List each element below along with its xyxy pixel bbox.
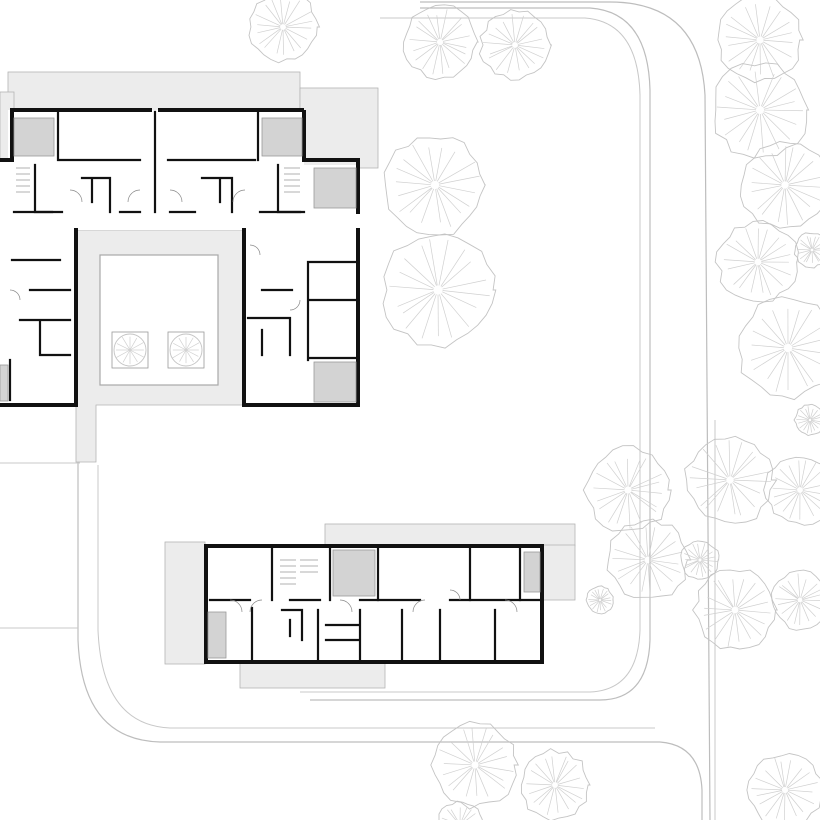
tree-icon [738, 296, 820, 401]
linear-stair-core-east [523, 551, 541, 593]
linear-block [164, 523, 576, 689]
path-upper-inner [300, 17, 641, 693]
stair-core-ne [261, 117, 303, 157]
tree-icon [763, 456, 820, 526]
small-tree-icon [113, 333, 147, 367]
linear-stair-core-north [332, 549, 376, 597]
core-north-left [80, 176, 112, 214]
tree-icon [680, 540, 720, 580]
tree-icon [582, 445, 672, 532]
core-north-right [200, 176, 234, 214]
path-lower-inner [97, 465, 655, 729]
tree-icon [248, 0, 321, 64]
stair-core-se [313, 361, 357, 403]
stair-treads-ne [284, 167, 300, 193]
tree-icon [793, 232, 820, 269]
linear-partitions-south [250, 606, 497, 662]
outer-wall-west [0, 108, 14, 162]
courtyard-block-floor [0, 110, 360, 405]
tree-icon [746, 753, 820, 820]
partition-east-core [246, 288, 294, 357]
linear-stair-core-west [207, 611, 227, 659]
linear-stair-treads [280, 559, 318, 585]
linear-door-swings [229, 589, 518, 613]
site-trees [248, 0, 820, 820]
outer-wall-northeast [302, 110, 360, 214]
stair-treads-nw [16, 167, 30, 193]
east-terrace [299, 87, 379, 169]
linear-south-terrace [239, 661, 386, 689]
tree-icon [383, 137, 486, 236]
road-right-edge [420, 1, 711, 820]
stair-core-nw [13, 117, 55, 157]
tree-icon [438, 800, 483, 820]
tree-icon [793, 403, 820, 436]
tree-icon [717, 0, 804, 84]
north-terrace [7, 71, 301, 113]
linear-partitions-north [270, 546, 522, 602]
road-inner-curve [310, 7, 651, 701]
tree-icon [402, 4, 479, 80]
stair-core-west [0, 364, 9, 402]
door-swings-courtyard [9, 189, 301, 311]
planter-left [111, 331, 149, 369]
linear-core-wc [280, 608, 360, 642]
tree-icon [606, 518, 692, 598]
stair-core-east [313, 167, 357, 209]
planter-right [167, 331, 205, 369]
tree-icon [692, 569, 778, 650]
tree-icon [684, 435, 778, 524]
linear-east-terrace [542, 544, 576, 601]
linear-outer-walls [204, 544, 544, 664]
tree-icon [585, 585, 614, 615]
partition-west-rooms [10, 258, 72, 357]
tree-icon [478, 9, 553, 81]
road-network [0, 1, 716, 820]
courtyard-trees [111, 331, 205, 369]
partition-east-rooms [306, 260, 360, 362]
linear-west-terrace [164, 541, 206, 665]
linear-north-terrace [324, 523, 576, 547]
tree-icon [714, 220, 799, 303]
tree-icon [520, 748, 591, 820]
tree-icon [714, 62, 810, 159]
tree-icon [771, 569, 820, 631]
courtyard-block [0, 71, 379, 463]
inner-courtyard [99, 254, 219, 386]
road-lower-curve [77, 460, 703, 820]
tree-icon [430, 720, 520, 810]
tree-icon [739, 141, 820, 229]
small-tree-icon [169, 333, 203, 367]
tree-icon [382, 233, 497, 349]
